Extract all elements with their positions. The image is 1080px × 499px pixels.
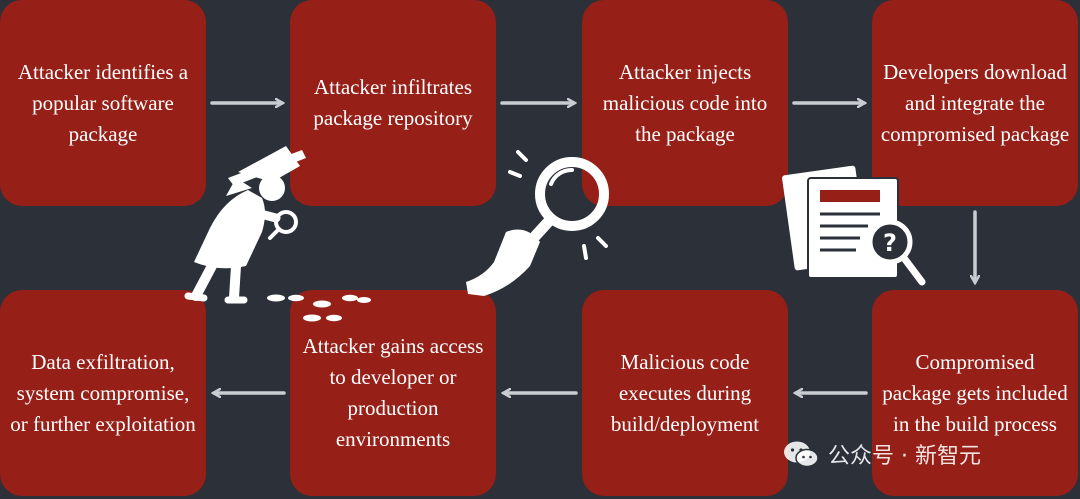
- step-1-box: Attacker identifies a popular software p…: [0, 0, 206, 206]
- step-6-box: Malicious code executes during build/dep…: [582, 290, 788, 496]
- step-7-box: Attacker gains access to developer or pr…: [290, 290, 496, 496]
- watermark-text: 公众号 · 新智元: [828, 444, 981, 469]
- document-magnifier-icon: ?: [782, 165, 926, 286]
- step-7-text: Attacker gains access to developer or pr…: [302, 334, 484, 451]
- magnifier-hand-icon: [466, 150, 609, 296]
- step-8-text: Data exfiltration, system compromise, or…: [10, 349, 196, 436]
- svg-text:?: ?: [883, 229, 897, 257]
- step-1-text: Attacker identifies a popular software p…: [17, 59, 189, 146]
- step-2-text: Attacker infiltrates package repository: [313, 75, 473, 130]
- step-3-text: Attacker injects malicious code into the…: [602, 59, 768, 146]
- step-4-box: Developers download and integrate the co…: [872, 0, 1078, 206]
- step-8-box: Data exfiltration, system compromise, or…: [0, 290, 206, 496]
- detective-icon: [184, 146, 306, 304]
- step-2-box: Attacker infiltrates package repository: [290, 0, 496, 206]
- step-3-box: Attacker injects malicious code into the…: [582, 0, 788, 206]
- step-6-text: Malicious code executes during build/dep…: [610, 349, 760, 436]
- step-5-box: Compromised package gets included in the…: [872, 290, 1078, 496]
- step-5-text: Compromised package gets included in the…: [882, 349, 1068, 436]
- step-4-text: Developers download and integrate the co…: [880, 59, 1070, 146]
- wechat-icon: [784, 441, 819, 468]
- watermark: 公众号 · 新智元: [782, 438, 981, 470]
- footprints-icon: [267, 294, 371, 322]
